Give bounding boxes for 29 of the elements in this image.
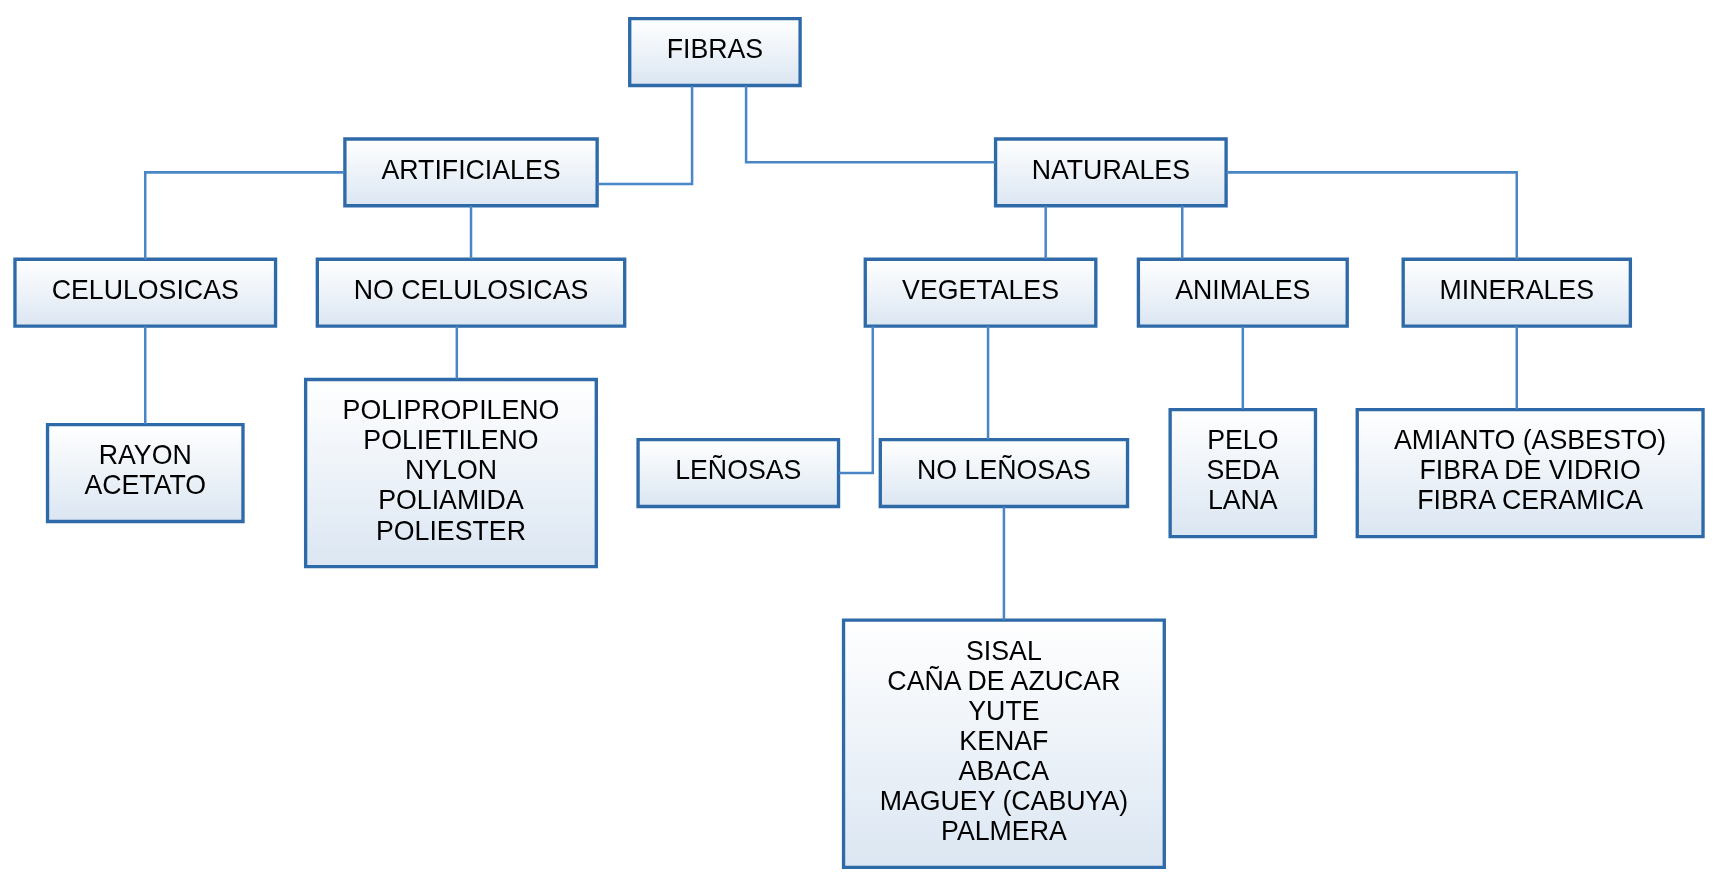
connector <box>469 205 473 259</box>
node-box: NATURALES <box>993 136 1228 207</box>
connector <box>838 325 875 474</box>
connector <box>1241 325 1245 409</box>
node-box: MINERALES <box>1401 257 1633 328</box>
node-box: LEÑOSAS <box>636 437 841 508</box>
node-box: VEGETALES <box>863 257 1098 328</box>
connector <box>1044 205 1047 259</box>
node-box: AMIANTO (ASBESTO) FIBRA DE VIDRIO FIBRA CERAMICA <box>1355 407 1705 538</box>
node-box: SISAL CAÑA DE AZUCAR YUTE KENAF ABACA MAGUEY (CABUYA) PALMERA <box>841 617 1166 869</box>
connector <box>144 325 147 424</box>
connector <box>986 325 990 439</box>
node-box: CELULOSICAS <box>13 257 278 328</box>
node-box: ARTIFICIALES <box>343 136 599 207</box>
node-box: RAYON ACETATO <box>45 422 245 523</box>
connector <box>144 170 345 259</box>
node-box: NO CELULOSICAS <box>315 257 627 328</box>
connector <box>744 85 996 164</box>
node-box: PELO SEDA LANA <box>1168 407 1318 538</box>
connector <box>1226 170 1519 259</box>
node-box: ANIMALES <box>1136 257 1349 328</box>
node-box: NO LEÑOSAS <box>878 437 1130 508</box>
connector <box>597 85 694 185</box>
connector <box>1002 506 1006 620</box>
node-box: POLIPROPILENO POLIETILENO NYLON POLIAMIDA POLIESTER <box>303 377 598 568</box>
connector <box>455 325 459 379</box>
node-box: FIBRAS <box>628 16 802 87</box>
connector <box>1181 205 1184 259</box>
connector <box>1515 325 1519 409</box>
